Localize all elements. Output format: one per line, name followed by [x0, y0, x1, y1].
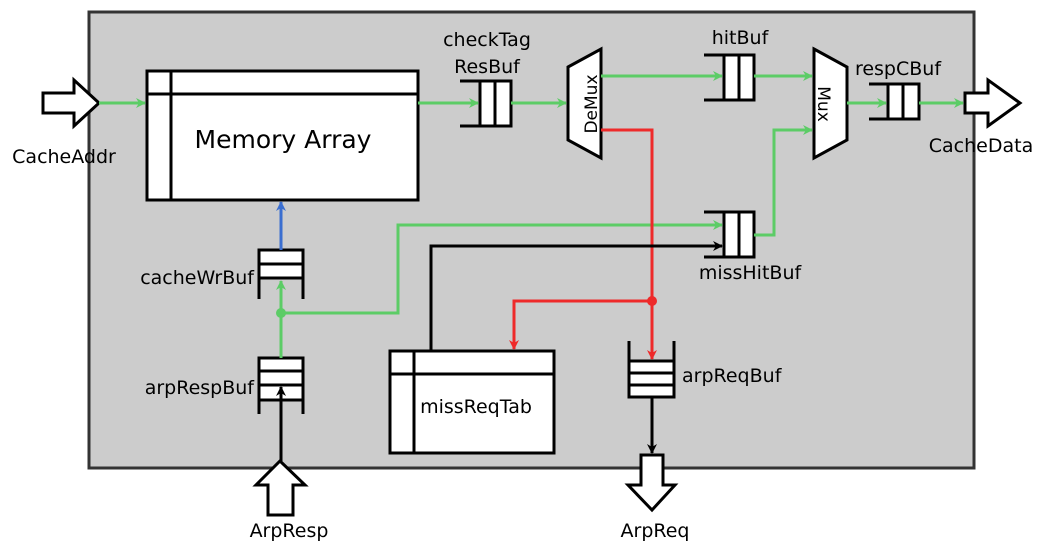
red-junction-dot: [647, 296, 657, 306]
cache-addr-port-arrow: [41, 76, 102, 130]
wire-misshitbuf-to-mux: [754, 125, 813, 237]
memory-array-block: Memory Array: [145, 69, 420, 202]
wire-miss-junction-to-missreqtab: [509, 299, 652, 350]
miss-hit-buf: [704, 210, 756, 259]
resp-c-buf-label: respCBuf: [855, 58, 942, 80]
cache-data-port-arrow: [963, 77, 1023, 129]
hit-buf-label: hitBuf: [712, 27, 770, 49]
check-tag-res-buf-label-line2: ResBuf: [454, 56, 521, 78]
check-tag-res-buf: [460, 79, 513, 128]
hit-buf: [704, 53, 756, 102]
miss-hit-buf-label: missHitBuf: [699, 262, 803, 284]
green-junction-dot: [276, 308, 286, 318]
arp-resp-port-arrow: [252, 458, 309, 517]
memory-array-label: Memory Array: [195, 125, 372, 154]
arp-req-buf: [627, 341, 676, 399]
mux-label: Mux: [813, 86, 833, 122]
miss-req-tab-label: missReqTab: [420, 396, 532, 418]
miss-req-tab-block: missReqTab: [388, 349, 556, 455]
resp-c-buf: [869, 82, 921, 121]
demux-block: DeMux: [566, 46, 603, 161]
arp-req-port-arrow: [624, 453, 679, 513]
wire-missreqtab-to-misshitbuf: [429, 241, 723, 351]
wire-demux-to-miss-junction: [601, 128, 654, 301]
mux-block: Mux: [812, 46, 849, 161]
cache-addr-label: CacheAddr: [12, 146, 116, 168]
cache-data-label: CacheData: [929, 135, 1033, 157]
cache-wr-buf-label: cacheWrBuf: [140, 267, 255, 289]
arp-resp-label: ArpResp: [250, 520, 329, 542]
arp-resp-buf-label: arpRespBuf: [145, 377, 256, 399]
check-tag-res-buf-label-line1: checkTag: [443, 29, 531, 51]
arp-req-label: ArpReq: [621, 520, 690, 542]
demux-label: DeMux: [582, 74, 602, 133]
arp-req-buf-label: arpReqBuf: [682, 365, 783, 387]
arp-resp-buf: [257, 356, 305, 414]
wire-junction-to-misshitbuf: [281, 220, 723, 315]
